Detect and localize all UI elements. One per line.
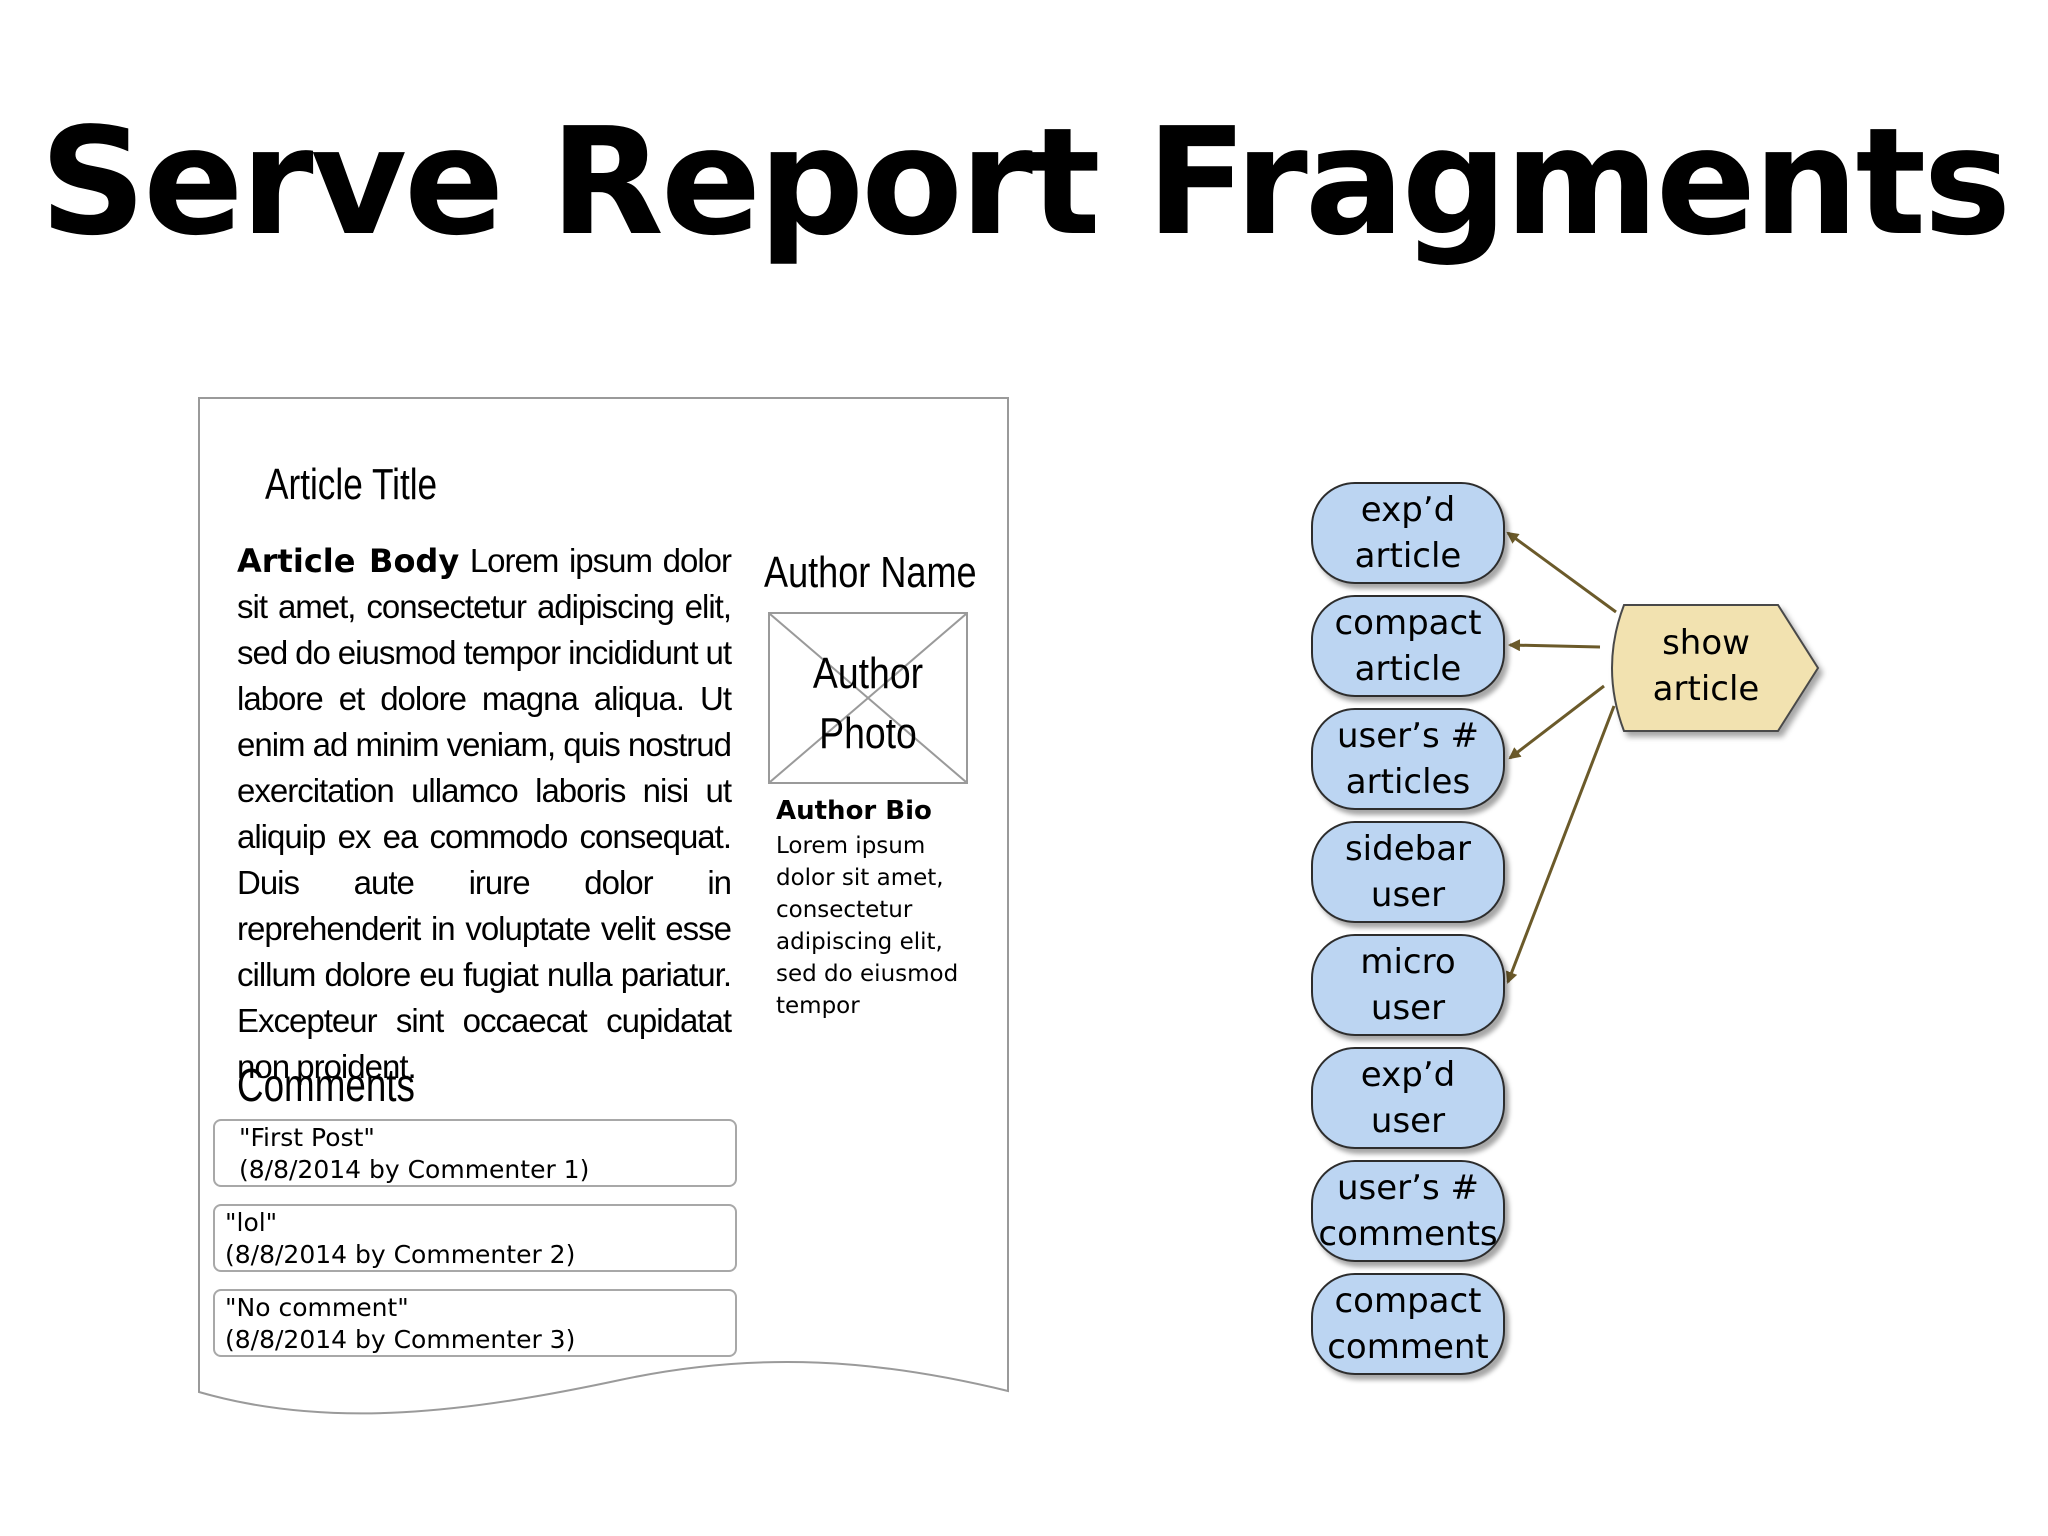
author-bio-title: Author Bio xyxy=(776,796,932,826)
author-name: Author Name xyxy=(764,548,977,597)
author-bio-text: Lorem ipsum dolor sit amet, consectetur … xyxy=(776,833,959,1019)
comment-meta: (8/8/2014 by Commenter 3) xyxy=(225,1325,576,1354)
article-body-text: Lorem ipsum dolor sit amet, consectetur … xyxy=(237,542,732,1085)
fragment-label: exp’d user xyxy=(1360,1055,1456,1141)
comment-meta: (8/8/2014 by Commenter 2) xyxy=(225,1240,576,1269)
comment-text: "lol" xyxy=(225,1208,278,1237)
comment-item: "No comment" (8/8/2014 by Commenter 3) xyxy=(213,1289,737,1357)
article-body: Article Body Lorem ipsum dolor sit amet,… xyxy=(237,538,732,1090)
connector-arrow xyxy=(1508,639,1601,652)
comment-text: "No comment" xyxy=(225,1293,409,1322)
article-body-lead: Article Body xyxy=(237,542,460,580)
fragment-label: compact article xyxy=(1334,603,1482,689)
fragment-label: user’s # articles xyxy=(1337,716,1479,802)
fragment-label: sidebar user xyxy=(1344,829,1472,915)
comment-item: "First Post" (8/8/2014 by Commenter 1) xyxy=(213,1119,737,1187)
fragment-micro-user: micro user xyxy=(1311,934,1505,1036)
comment-item: "lol" (8/8/2014 by Commenter 2) xyxy=(213,1204,737,1272)
fragment-label: micro user xyxy=(1360,942,1456,1028)
article-title: Article Title xyxy=(265,460,438,509)
author-photo-placeholder: Author Photo xyxy=(768,612,968,784)
fragment-label: exp’d article xyxy=(1354,490,1462,576)
comment-meta: (8/8/2014 by Commenter 1) xyxy=(239,1155,590,1184)
image-placeholder-icon xyxy=(770,614,966,782)
slide-title: Serve Report Fragments xyxy=(39,96,2012,268)
connector-arrow xyxy=(1506,531,1617,614)
fragment-expd-user: exp’d user xyxy=(1311,1047,1505,1149)
fragment-compact-article: compact article xyxy=(1311,595,1505,697)
connector-arrow xyxy=(1505,705,1616,984)
fragment-users-articles: user’s # articles xyxy=(1311,708,1505,810)
connector-arrow xyxy=(1508,684,1605,760)
fragment-sidebar-user: sidebar user xyxy=(1311,821,1505,923)
author-photo-label: Author Photo xyxy=(812,649,924,758)
fragment-users-comments: user’s # comments xyxy=(1311,1160,1505,1262)
comment-text: "First Post" xyxy=(239,1123,375,1152)
fragment-label: user’s # comments xyxy=(1318,1168,1498,1254)
fragment-label: compact comment xyxy=(1327,1281,1489,1367)
show-article-action-label: show article xyxy=(1652,623,1760,709)
comments-title: Comments xyxy=(237,1059,415,1111)
fragment-expd-article: exp’d article xyxy=(1311,482,1505,584)
fragment-compact-comment: compact comment xyxy=(1311,1273,1505,1375)
show-article-action-shape xyxy=(1611,604,1820,732)
